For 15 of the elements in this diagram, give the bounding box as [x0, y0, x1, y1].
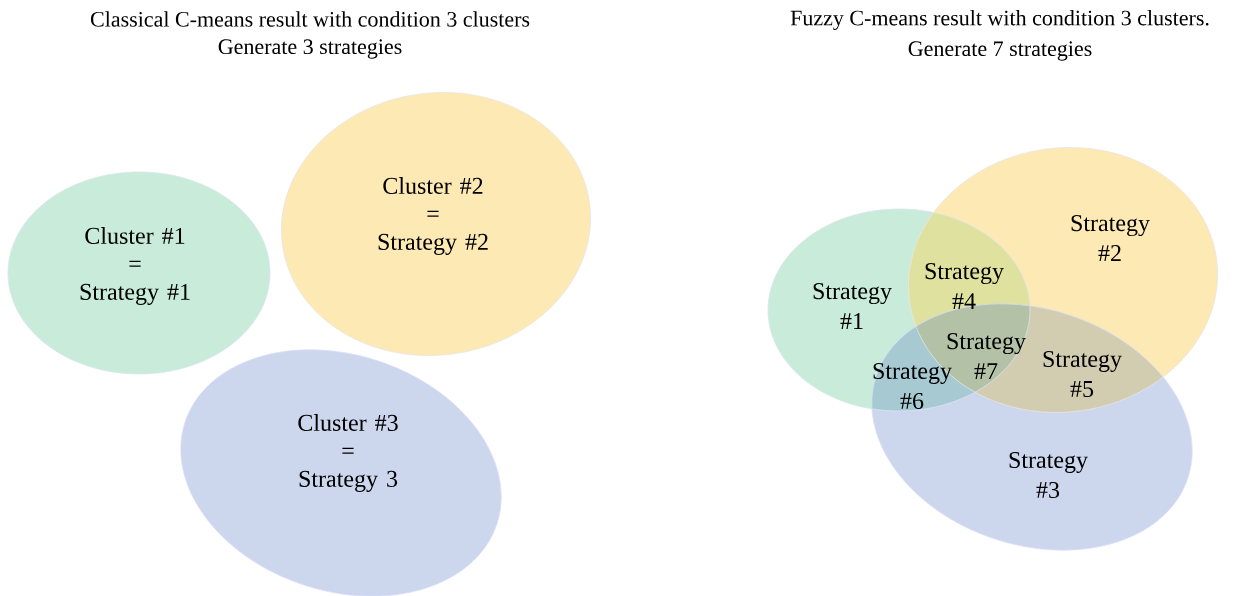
region-label: Strategy #4 — [925, 263, 1004, 309]
region-label: Strategy #2 — [1071, 215, 1150, 261]
region-label: Strategy #3 — [1009, 451, 1088, 499]
region-label: Strategy #1 — [813, 283, 892, 329]
ellipse — [180, 349, 502, 596]
ellipse-text: Cluster #2 = Strategy #2 — [378, 177, 488, 255]
ellipse — [7, 171, 271, 375]
ellipse — [281, 92, 591, 356]
ellipse-text: Cluster #3 = Strategy 3 — [298, 414, 398, 492]
heading: Generate 7 strategies — [908, 41, 1092, 61]
heading: Classical C-means result with condition 3 clusters — [90, 11, 530, 27]
region-label: Strategy #5 — [1043, 350, 1122, 398]
heading: Generate 3 strategies — [218, 39, 402, 59]
heading: Fuzzy C-means result with condition 3 clusters. — [790, 10, 1209, 30]
ellipse-text: Cluster #1 = Strategy #1 — [80, 227, 190, 305]
